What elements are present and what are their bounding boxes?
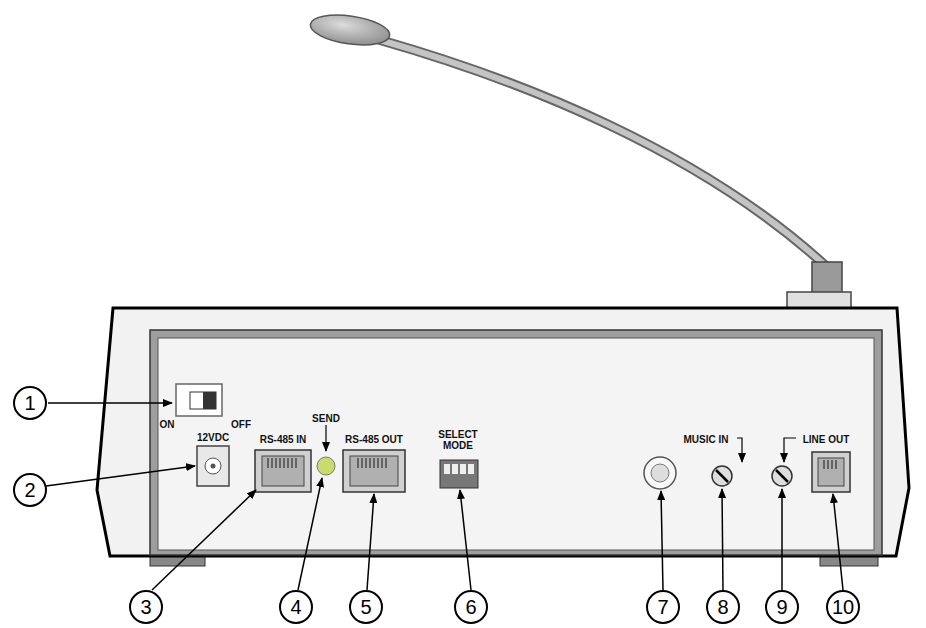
callout-circle: 9 (765, 590, 799, 624)
callout-number: 1 (24, 393, 35, 413)
panel-label: SEND (312, 413, 340, 424)
callout-circle: 1 (13, 386, 47, 420)
panel-label: OFF (231, 419, 251, 430)
callout-circle: 7 (646, 590, 680, 624)
callout-number: 5 (360, 597, 371, 617)
callout-number: 8 (717, 597, 728, 617)
panel-label: 12VDC (197, 432, 229, 443)
callout-number: 10 (832, 597, 854, 617)
callout-circle: 5 (349, 590, 383, 624)
callout-circle: 2 (13, 473, 47, 507)
callout-circle: 10 (826, 590, 860, 624)
panel-label: RS-485 IN (260, 434, 307, 445)
callout-circle: 8 (706, 590, 740, 624)
callout-number: 4 (290, 597, 301, 617)
callout-number: 9 (776, 597, 787, 617)
panel-label: ON (160, 419, 175, 430)
callout-circle: 3 (129, 590, 163, 624)
callout-number: 7 (657, 597, 668, 617)
callout-circle: 4 (279, 590, 313, 624)
callout-number: 3 (140, 597, 151, 617)
panel-label: LINE OUT (803, 434, 850, 445)
callout-number: 6 (465, 597, 476, 617)
callout-circle: 6 (454, 590, 488, 624)
panel-label: MUSIC IN (684, 434, 729, 445)
callout-number: 2 (24, 480, 35, 500)
panel-label: SELECT MODE (436, 429, 480, 451)
panel-label: RS-485 OUT (345, 434, 403, 445)
